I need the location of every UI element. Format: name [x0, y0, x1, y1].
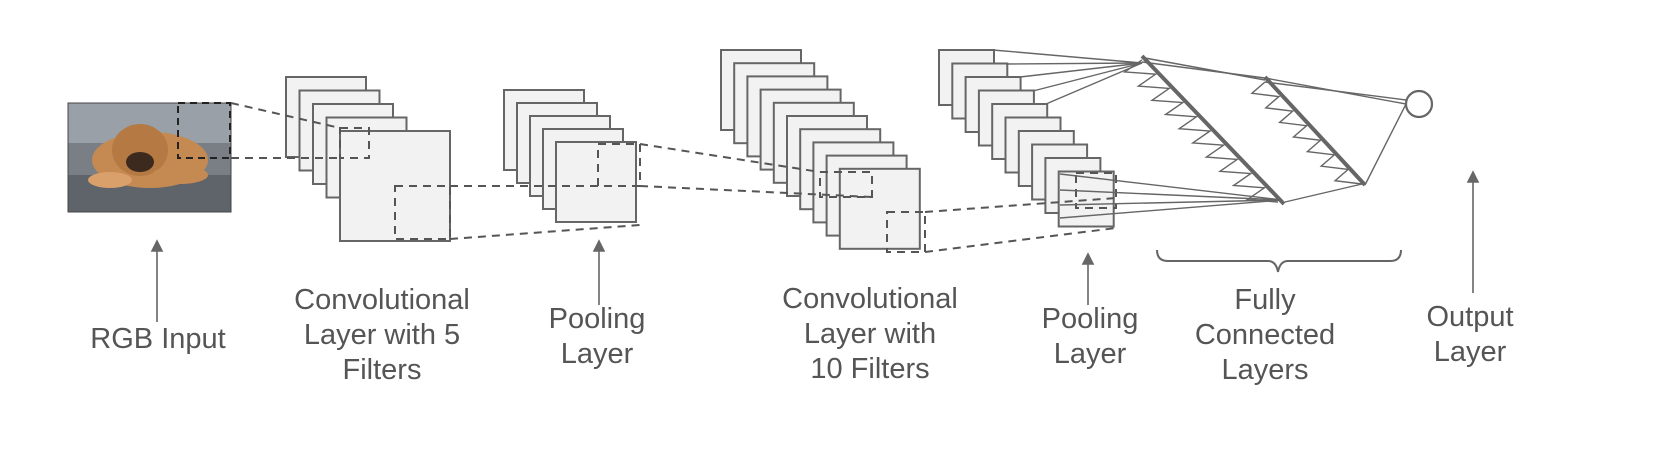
rgb-input-image — [67, 102, 232, 213]
connector-line — [639, 185, 873, 198]
fc-connection — [1364, 103, 1407, 186]
label-output-layer: Output Layer — [1426, 301, 1514, 368]
receptive-field-box — [886, 211, 926, 253]
fc-connection — [1059, 173, 1283, 201]
connector-line — [639, 143, 821, 173]
fc-layer-2-bar — [1263, 75, 1367, 187]
fc-connection — [1019, 62, 1143, 78]
label-pooling-layer-1: Pooling Layer — [548, 303, 646, 370]
fc-connection — [1144, 57, 1266, 81]
feature-map — [838, 167, 921, 250]
conv-layer-2-stack — [720, 49, 921, 250]
connector-line — [924, 227, 1117, 253]
fc-connection — [1284, 183, 1363, 203]
fc-connection — [1059, 189, 1283, 201]
fc-connection — [1059, 199, 1283, 219]
fc-connection — [992, 49, 1143, 64]
arrow-head — [1466, 170, 1480, 183]
receptive-field-box — [339, 127, 370, 159]
fc-layer-1-bar — [1140, 54, 1286, 206]
label-rgb-input: RGB Input — [90, 323, 226, 355]
fc-connection — [1059, 199, 1283, 206]
label-conv-layer-2: Convolutional Layer with 10 Filters — [782, 283, 958, 385]
fc-brace — [1156, 249, 1402, 273]
output-neuron — [1404, 89, 1434, 119]
receptive-field-box — [819, 171, 873, 198]
fc-connection — [1264, 81, 1407, 101]
receptive-field-box — [394, 185, 451, 240]
connector-line — [924, 197, 1117, 213]
fc-connection — [1045, 62, 1143, 105]
arrow-head — [592, 239, 606, 252]
label-pooling-layer-2: Pooling Layer — [1041, 303, 1139, 370]
connector-line — [230, 102, 341, 129]
arrow-head — [1081, 252, 1095, 265]
label-fully-connected: Fully Connected Layers — [1194, 284, 1336, 386]
arrow-pooling-2 — [1081, 252, 1095, 305]
fc-connection — [1032, 62, 1143, 92]
fc-layer-1-neurons — [1122, 59, 1279, 203]
feature-map — [555, 141, 637, 223]
fc-connection — [1141, 61, 1266, 79]
fc-layer-2-neurons — [1250, 81, 1363, 185]
arrow-pooling-1 — [592, 239, 606, 305]
fc-connection — [1005, 62, 1143, 65]
pooling-layer-1-stack — [503, 89, 637, 223]
receptive-field-box — [597, 143, 641, 187]
arrow-rgb-input — [150, 239, 164, 322]
arrow-head — [150, 239, 164, 252]
label-conv-layer-1: Convolutional Layer with 5 Filters — [294, 284, 470, 386]
arrow-output — [1466, 170, 1480, 293]
connector-line — [449, 224, 641, 240]
